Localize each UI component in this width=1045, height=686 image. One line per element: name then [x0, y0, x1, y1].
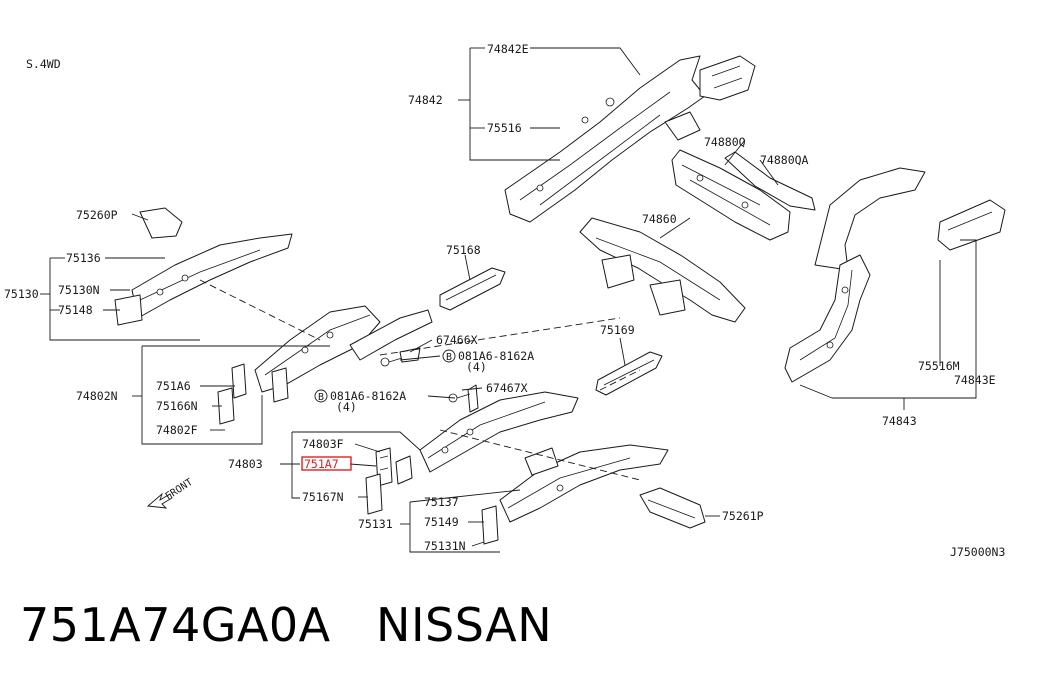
label-67466X: 67466X: [436, 333, 478, 347]
label-75149: 75149: [424, 515, 459, 529]
part-74803-member: [419, 384, 579, 473]
part-caption: 751A74GA0A NISSAN: [20, 598, 552, 652]
highlight-box-751A7: [301, 456, 352, 471]
part-75131-rear-member: [481, 444, 669, 545]
label-75168: 75168: [446, 243, 481, 257]
label-081A6-b: 081A6-8162A: [330, 389, 406, 403]
label-75166N: 75166N: [156, 399, 198, 413]
part-labels: S.4WD 74842E 74842 75516 74880Q 74880QA …: [4, 42, 1005, 559]
label-75148: 75148: [58, 303, 93, 317]
bolt-symbol-a: B: [446, 352, 452, 363]
part-75168-reinforcement: [439, 267, 506, 311]
label-74880Q: 74880Q: [704, 135, 746, 149]
part-75261P-bracket: [639, 487, 706, 529]
label-74803: 74803: [228, 457, 263, 471]
front-direction-arrow: FRONT: [146, 477, 195, 509]
label-74860: 74860: [642, 212, 677, 226]
label-qty-b: (4): [336, 400, 357, 414]
label-qty-a: (4): [466, 360, 487, 374]
caption-brand: NISSAN: [376, 598, 553, 652]
label-75169: 75169: [600, 323, 635, 337]
label-74842: 74842: [408, 93, 443, 107]
label-75516: 75516: [487, 121, 522, 135]
assembly-dashed-lines: [199, 279, 641, 481]
variant-label: S.4WD: [26, 57, 61, 71]
leader-lines: [40, 47, 977, 553]
label-75261P: 75261P: [722, 509, 764, 523]
part-74843-side-member: [784, 167, 1006, 383]
part-751A7-bracket: [365, 447, 413, 515]
label-75260P: 75260P: [76, 208, 118, 222]
caption-part-number: 751A74GA0A: [20, 598, 331, 652]
label-081A6-a: 081A6-8162A: [458, 349, 534, 363]
part-74842-upper-member: [504, 55, 756, 223]
front-label: FRONT: [164, 477, 195, 503]
label-75167N: 75167N: [302, 490, 344, 504]
label-74842E: 74842E: [487, 42, 529, 56]
part-74860-member: [579, 217, 746, 323]
label-75130: 75130: [4, 287, 39, 301]
label-74802N: 74802N: [76, 389, 118, 403]
part-74880Q-brace: [671, 149, 816, 241]
label-74843E: 74843E: [954, 373, 996, 387]
label-74843: 74843: [882, 414, 917, 428]
label-75131N: 75131N: [424, 539, 466, 553]
label-751A7-highlighted: 751A7: [304, 457, 339, 471]
reference-code: J75000N3: [950, 545, 1005, 559]
bolt-symbols: B B: [314, 349, 456, 403]
label-75131: 75131: [358, 517, 393, 531]
part-75169-reinforcement: [595, 351, 663, 396]
label-75130N: 75130N: [58, 283, 100, 297]
bolt-symbol-b: B: [318, 392, 324, 403]
label-75516M: 75516M: [918, 359, 960, 373]
label-75136: 75136: [66, 251, 101, 265]
part-74802-member: [217, 305, 433, 425]
label-74802F: 74802F: [156, 423, 198, 437]
part-75130-front-member: [114, 207, 293, 326]
label-74803F: 74803F: [302, 437, 344, 451]
label-751A6: 751A6: [156, 379, 191, 393]
label-75137: 75137: [424, 495, 459, 509]
label-74880QA: 74880QA: [760, 153, 809, 167]
label-67467X: 67467X: [486, 381, 528, 395]
